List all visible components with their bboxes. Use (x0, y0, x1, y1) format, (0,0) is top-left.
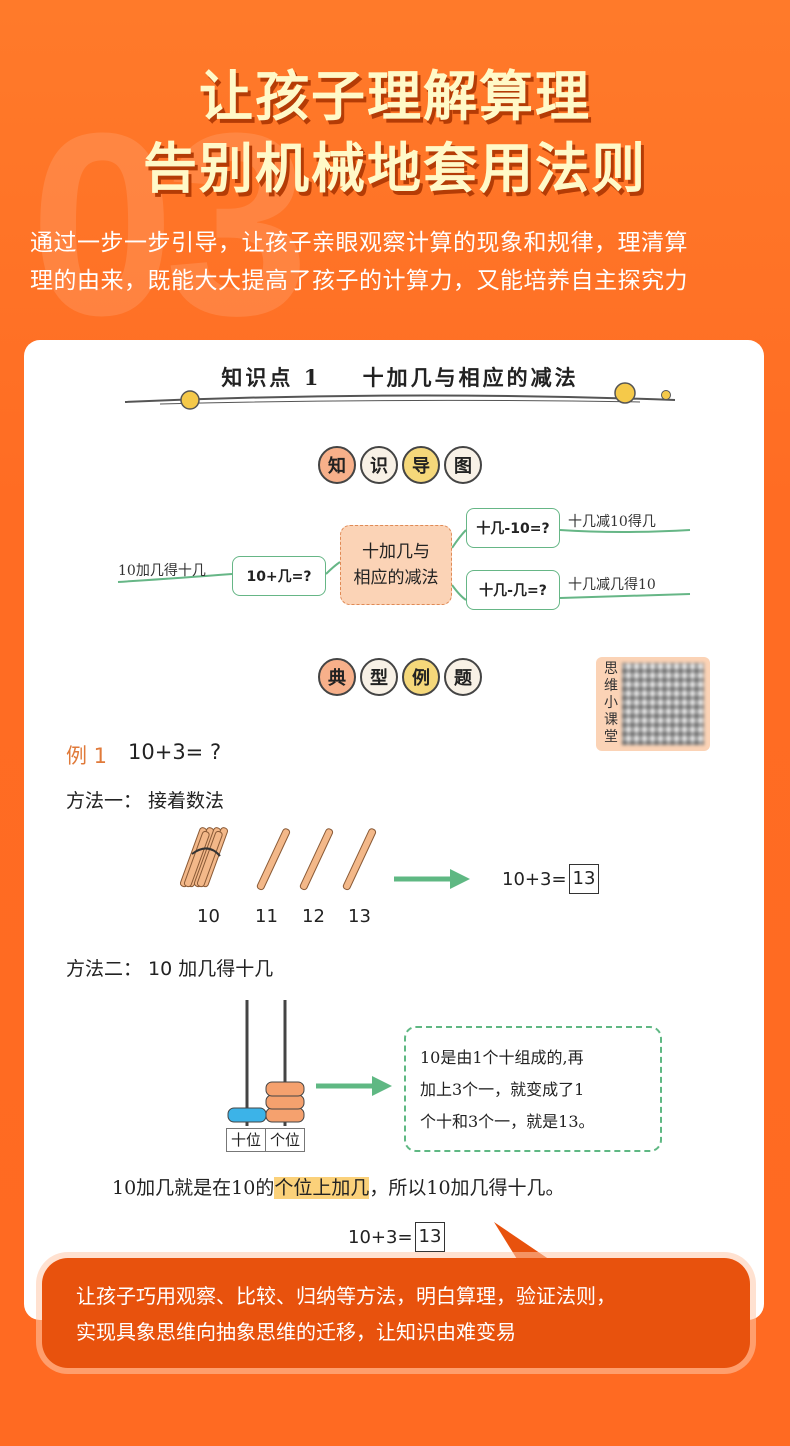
qr-code-icon[interactable] (622, 663, 704, 745)
arrow-right-icon-2 (316, 1076, 392, 1096)
intro-line2: 理的由来，既能大大提高了孩子的计算力，又能培养自主探究力 (30, 268, 688, 294)
callout-line2: 实现具象思维向抽象思维的迁移，让知识由难变易 (76, 1320, 516, 1344)
qr-code-panel[interactable]: 思维小课堂 (596, 657, 710, 751)
page-title-line2: 告别机械地套用法则 (143, 137, 647, 200)
content-card (24, 340, 764, 1320)
guide-char-2: 识 (360, 446, 398, 484)
mindmap-bottom-box: 十几-几=? (466, 570, 560, 610)
mindmap-connectors (117, 529, 691, 601)
method1-equation: 10+3= (502, 868, 567, 890)
note-line1: 10是由1个十组成的,再 (420, 1048, 584, 1067)
mindmap-center-line1: 十加几与 (362, 542, 430, 562)
knowledge-point-title: 知识点 1 十加几与相应的减法 (190, 362, 610, 392)
method2-equation: 10+3= (348, 1226, 413, 1248)
counting-sticks-icon (180, 827, 377, 891)
intro-line1: 通过一步一步引导，让孩子亲眼观察计算的现象和规律，理清算 (30, 230, 688, 256)
knowledge-point-topic: 十加几与相应的减法 (362, 365, 579, 390)
mindmap-center: 十加几与 相应的减法 (340, 525, 452, 605)
guide-char-1: 知 (318, 446, 356, 484)
method1-result: 10+3= 13 (502, 864, 600, 894)
page-title-line1: 让孩子理解算理 (199, 65, 591, 128)
mindmap-top-box: 十几-10=? (466, 508, 560, 548)
note-line2: 加上3个一，就变成了1 (420, 1080, 585, 1099)
method2-result: 10+3= 13 (348, 1222, 446, 1252)
example-char-4: 题 (444, 658, 482, 696)
stick-number-13: 13 (348, 906, 371, 927)
abacus-icon (227, 1000, 305, 1126)
place-ones-label: 个位 (265, 1128, 305, 1152)
guide-head: 知 识 导 图 (318, 446, 482, 484)
knowledge-point-label: 知识点 1 (221, 365, 322, 390)
mindmap-bottom-label: 十几减几得10 (568, 577, 656, 593)
stick-number-12: 12 (302, 906, 325, 927)
method1-answer: 13 (568, 864, 600, 894)
qr-label: 思维小课堂 (604, 661, 618, 745)
guide-char-4: 图 (444, 446, 482, 484)
stick-number-10: 10 (197, 906, 220, 927)
method2-title: 方法二： 10 加几得十几 (66, 958, 274, 980)
background-number: 03 (30, 80, 309, 370)
guide-char-3: 导 (402, 446, 440, 484)
mindmap-left-box: 10+几=? (232, 556, 326, 596)
callout-tail-icon (494, 1222, 556, 1264)
arrow-right-icon (394, 869, 470, 889)
example-char-3: 例 (402, 658, 440, 696)
example-char-2: 型 (360, 658, 398, 696)
example-char-1: 典 (318, 658, 356, 696)
example-head: 典 型 例 题 (318, 658, 482, 696)
explanation-note: 10是由1个十组成的,再 加上3个一，就变成了1 个十和3个一，就是13。 (404, 1026, 662, 1152)
title-decoration-icon (124, 382, 676, 410)
conclusion-highlight: 个位上加几 (274, 1177, 370, 1199)
method1-title: 方法一： 接着数法 (66, 790, 225, 812)
mindmap-top-label: 十几减10得几 (568, 514, 656, 530)
summary-callout: 让孩子巧用观察、比较、归纳等方法，明白算理，验证法则， 实现具象思维向抽象思维的… (42, 1258, 750, 1368)
example-equation: 10+3= ? (128, 740, 222, 764)
callout-line1: 让孩子巧用观察、比较、归纳等方法，明白算理，验证法则， (76, 1284, 616, 1308)
place-tens-label: 十位 (226, 1128, 266, 1152)
mindmap-left-label: 10加几得十几 (118, 563, 206, 579)
method2-answer: 13 (414, 1222, 446, 1252)
stick-number-11: 11 (255, 906, 278, 927)
note-line3: 个十和3个一，就是13。 (420, 1112, 595, 1131)
mindmap-center-line2: 相应的减法 (353, 568, 439, 588)
conclusion-text: 10加几就是在10的个位上加几，所以10加几得十几。 (112, 1177, 565, 1199)
example-label: 例 1 (66, 744, 108, 768)
